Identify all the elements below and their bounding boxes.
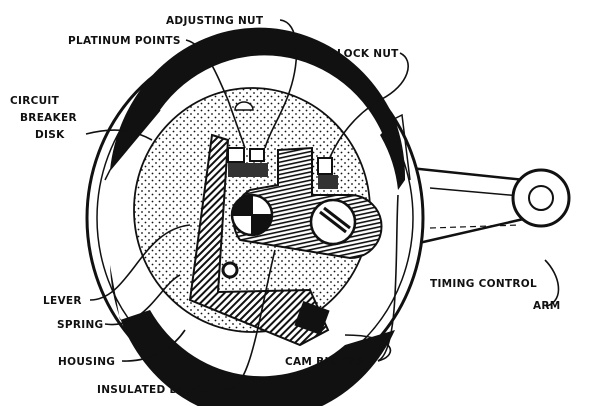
adjusting-nut bbox=[227, 147, 268, 177]
lock-nut bbox=[317, 157, 338, 189]
label-lock-nut: LOCK NUT bbox=[337, 48, 399, 60]
label-insulated-block: INSULATED BLOCK bbox=[97, 384, 211, 396]
insulated-block bbox=[230, 146, 383, 260]
leader-lines bbox=[85, 19, 560, 390]
label-spring: SPRING bbox=[57, 319, 103, 331]
label-platinum-points: PLATINUM POINTS bbox=[68, 35, 181, 47]
label-timing-control-arm: ARM bbox=[533, 300, 561, 312]
label-circuit-breaker-disk-2: BREAKER bbox=[20, 112, 77, 124]
arm-eye-hole bbox=[528, 185, 554, 211]
lever bbox=[188, 133, 330, 347]
cam-block-lower bbox=[294, 300, 330, 336]
label-housing: HOUSING bbox=[58, 356, 115, 368]
label-lever: LEVER bbox=[43, 295, 82, 307]
label-circuit-breaker-disk-3: DISK bbox=[35, 129, 65, 141]
timing-control-arm bbox=[408, 166, 571, 247]
label-timing-control: TIMING CONTROL bbox=[430, 278, 537, 290]
label-cam-blocks: CAM BLOCKS bbox=[285, 356, 365, 368]
cam-block-upper bbox=[391, 113, 411, 181]
label-circuit-breaker-disk-1: CIRCUIT bbox=[10, 95, 60, 107]
label-adjusting-nut: ADJUSTING NUT bbox=[166, 15, 264, 27]
